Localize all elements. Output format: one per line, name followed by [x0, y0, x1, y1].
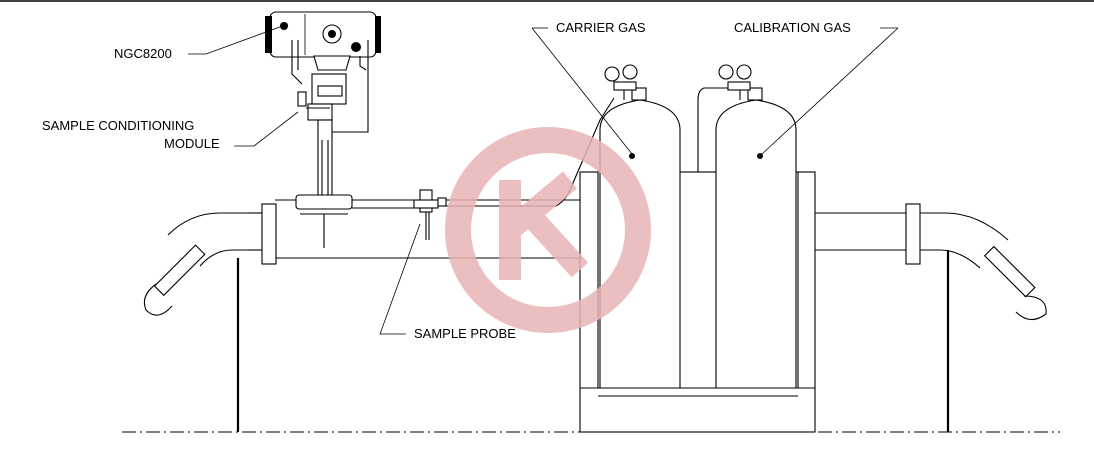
label-scm-line2: MODULE — [164, 136, 220, 151]
label-scm-line1: SAMPLE CONDITIONING — [42, 118, 194, 133]
callout-carrier-gas: CARRIER GAS — [531, 20, 646, 155]
label-sample-probe: SAMPLE PROBE — [414, 326, 516, 341]
pipeline — [143, 199, 1047, 432]
left-flange — [261, 203, 277, 265]
calibration-gas-cylinder — [697, 64, 797, 389]
label-calibration-gas: CALIBRATION GAS — [734, 20, 851, 35]
label-ngc8200: NGC8200 — [114, 46, 172, 61]
callout-ngc: NGC8200 — [114, 23, 289, 61]
callout-sample-probe: SAMPLE PROBE — [379, 223, 516, 341]
right-flange — [905, 203, 921, 265]
callout-calibration-gas: CALIBRATION GAS — [734, 20, 899, 155]
sample-conditioning-module — [295, 91, 353, 248]
callout-scm: SAMPLE CONDITIONING MODULE — [42, 111, 299, 151]
watermark-logo — [445, 127, 651, 333]
sample-probe — [352, 189, 447, 240]
ngc8200-analyzer — [265, 11, 381, 133]
label-carrier-gas: CARRIER GAS — [556, 20, 646, 35]
